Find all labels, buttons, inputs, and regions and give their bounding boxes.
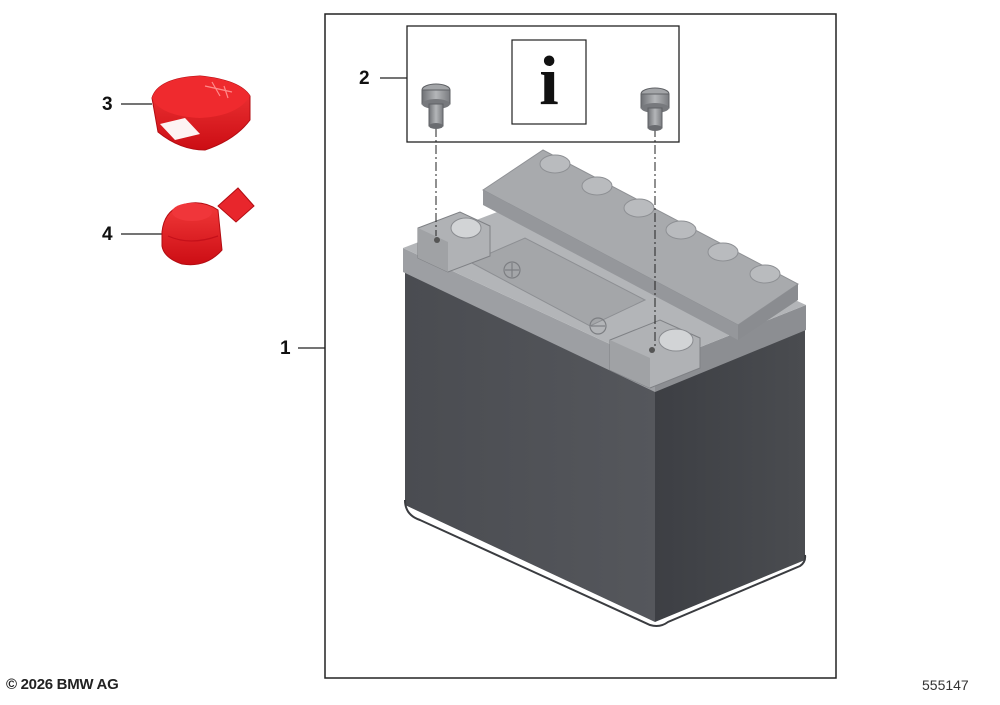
callout-4: 4 — [102, 224, 113, 245]
battery-frame — [324, 13, 837, 679]
copyright-notice: © 2026 BMW AG — [6, 676, 119, 693]
info-box — [511, 39, 587, 125]
callout-1: 1 — [280, 338, 291, 359]
callout-2: 2 — [359, 68, 370, 89]
bolt-set-frame — [406, 25, 680, 143]
bolt-icon — [421, 83, 451, 129]
diagram-id: 555147 — [922, 677, 969, 693]
info-icon: i — [539, 43, 559, 120]
battery-illustration — [403, 149, 807, 627]
callout-3: 3 — [102, 94, 113, 115]
bolt-icon — [640, 87, 670, 131]
terminal-cover-cap-illustration — [151, 75, 251, 151]
terminal-cover-boot-illustration — [161, 187, 255, 266]
